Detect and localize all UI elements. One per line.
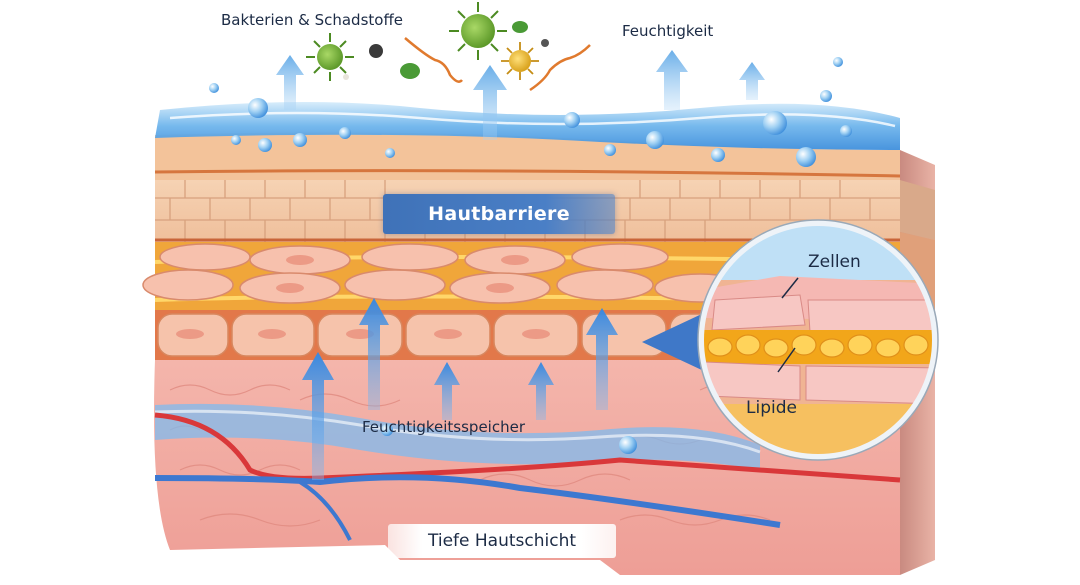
skin-barrier-title: Hautbarriere xyxy=(428,203,570,225)
cells-label: Zellen xyxy=(808,252,861,272)
water-droplets xyxy=(209,57,852,454)
artery xyxy=(154,412,901,483)
moisture-escape-arrows xyxy=(276,50,765,140)
bacteria-pollutants xyxy=(306,2,591,92)
deep-layer-label: Tiefe Hautschicht xyxy=(427,531,577,551)
deep-layer-label-box: Tiefe Hautschicht xyxy=(388,524,616,558)
inset-zoom xyxy=(701,223,935,457)
skin-barrier-banner: Hautbarriere xyxy=(383,194,615,234)
bacteria-label: Bakterien & Schadstoffe xyxy=(221,11,404,29)
moisture-label: Feuchtigkeit xyxy=(622,22,714,40)
vein xyxy=(154,474,781,528)
inset-pointer xyxy=(642,312,706,372)
middle-cell-row xyxy=(142,243,746,304)
moisture-store-label: Feuchtigkeitsspeicher xyxy=(362,418,525,436)
lipids-label: Lipide xyxy=(746,398,797,418)
moisture-arrows xyxy=(302,298,618,480)
